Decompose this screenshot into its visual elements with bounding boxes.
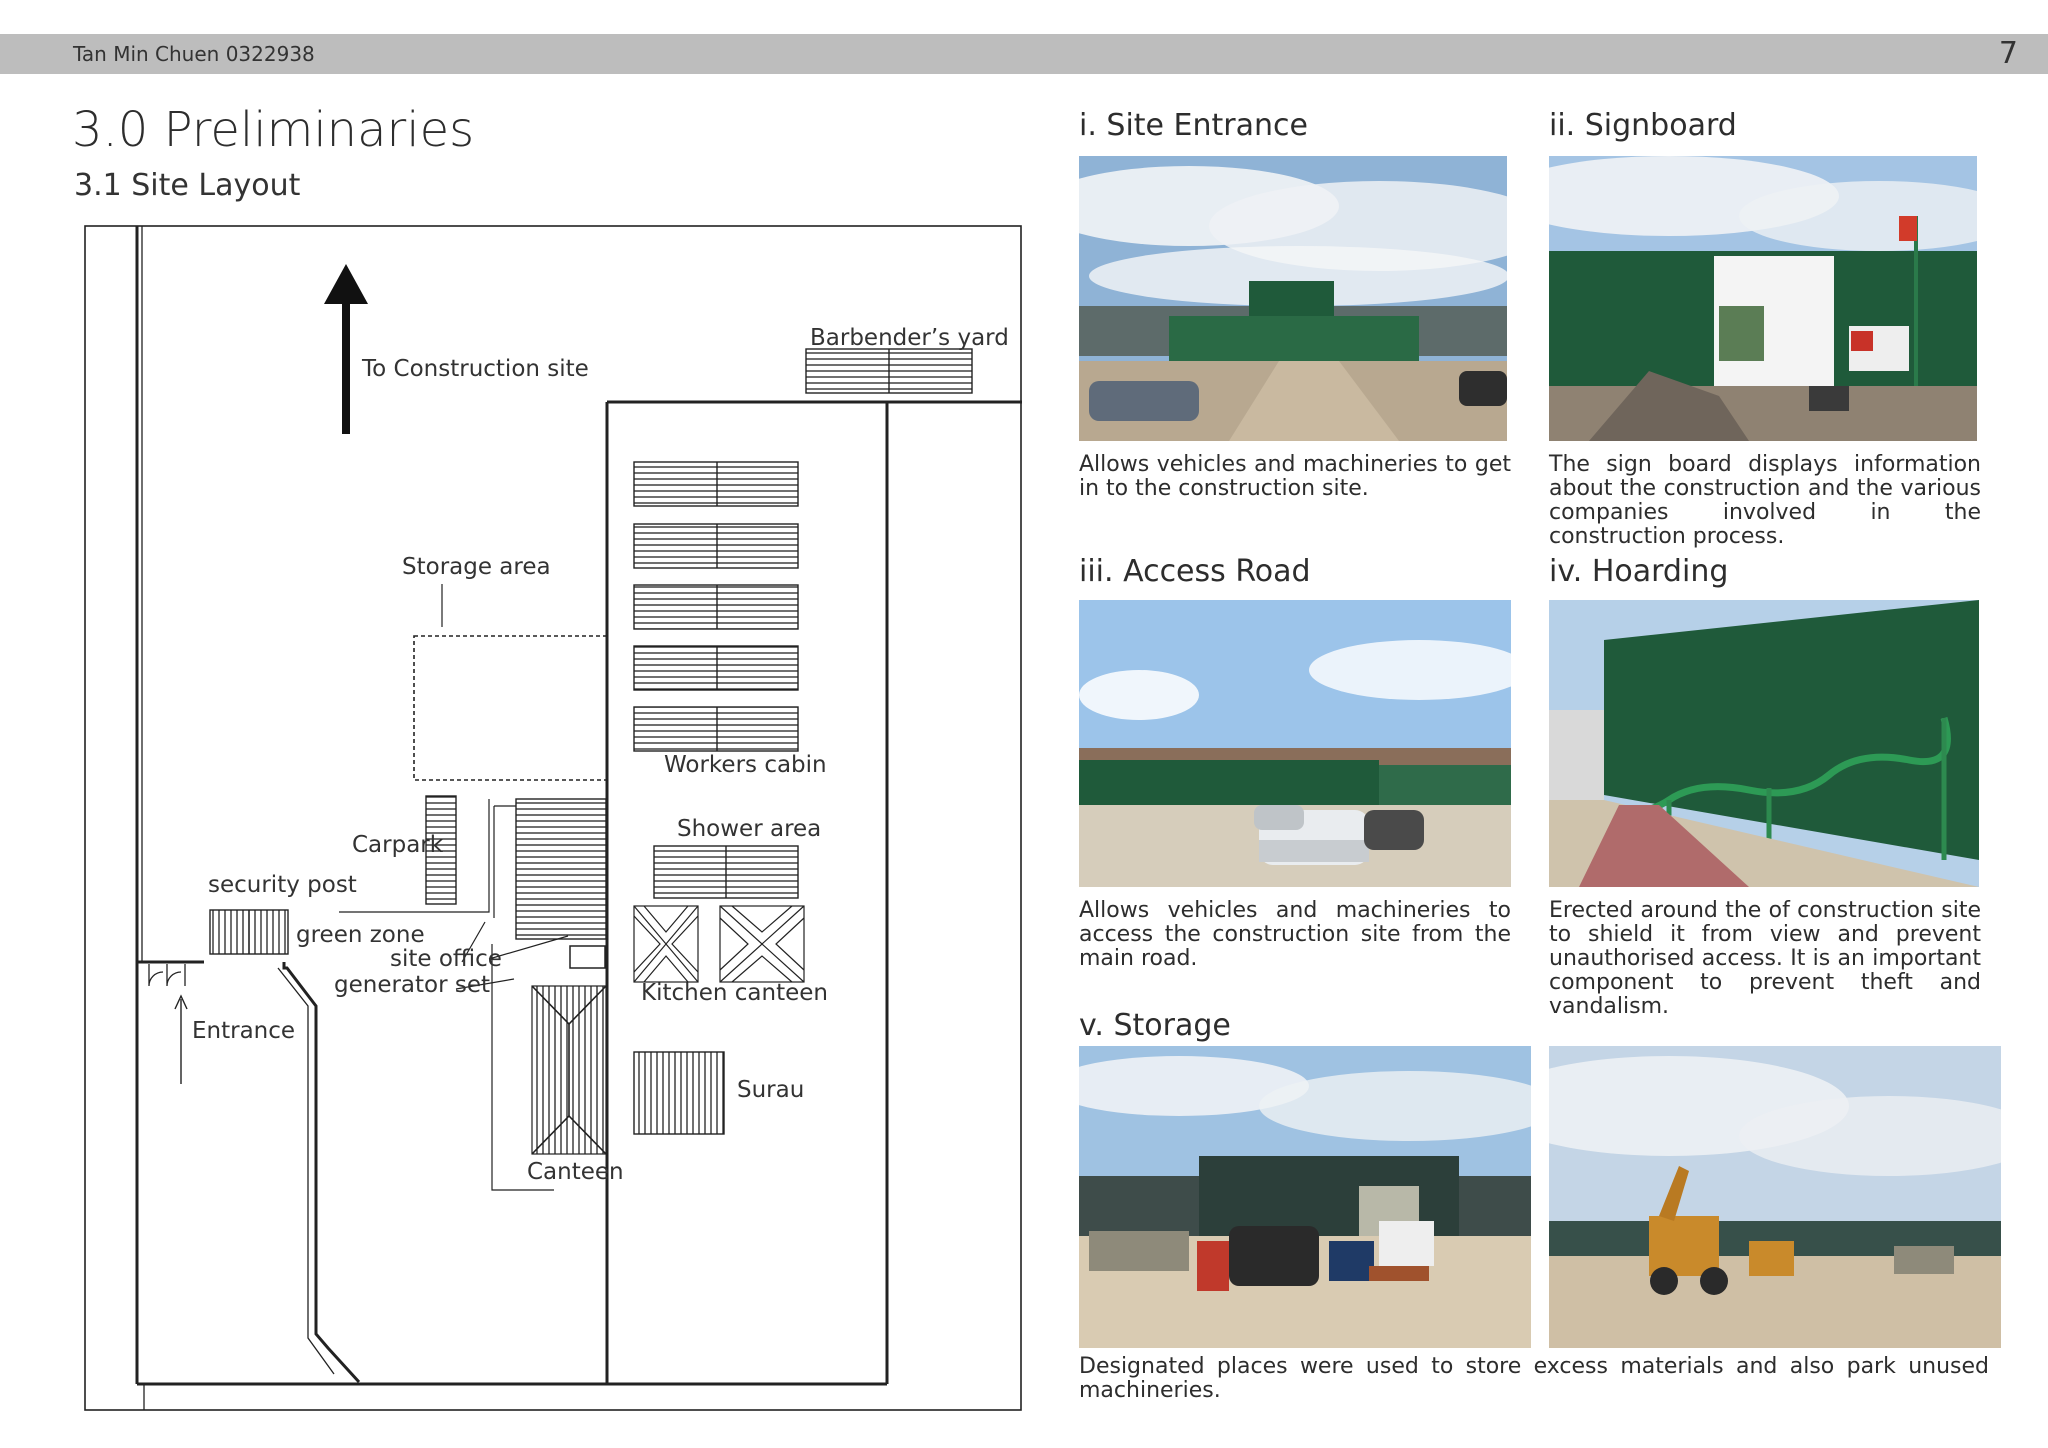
photo-access-road [1079, 600, 1511, 887]
label-kitchen-canteen: Kitchen canteen [641, 980, 828, 1006]
workers-cabins [633, 461, 799, 752]
desc-site-entrance: Allows vehicles and machineries to get i… [1079, 452, 1511, 501]
caption-storage: v. Storage [1079, 1008, 1231, 1043]
photo-hoarding [1549, 600, 1979, 887]
label-surau: Surau [737, 1077, 804, 1103]
label-site-office: site office [390, 946, 502, 972]
label-entrance: Entrance [192, 1018, 295, 1044]
north-arrow [324, 264, 368, 434]
caption-signboard: ii. Signboard [1549, 108, 1737, 143]
label-canteen: Canteen [527, 1159, 624, 1185]
subsection-title: 3.1 Site Layout [74, 168, 301, 203]
generator-block [515, 798, 607, 940]
photo-signboard [1549, 156, 1977, 441]
desc-signboard: The sign board displays information abou… [1549, 452, 1981, 549]
desc-storage: Designated places were used to store exc… [1079, 1354, 1989, 1403]
label-barbenders-yard: Barbender’s yard [810, 325, 1009, 351]
surau [633, 1051, 725, 1135]
desc-access-road: Allows vehicles and machineries to acces… [1079, 898, 1511, 971]
author-name: Tan Min Chuen 0322938 [73, 42, 315, 66]
kitchen-canteen [633, 905, 805, 983]
label-generator-set: generator set [334, 972, 490, 998]
label-to-construction-site: To Construction site [361, 356, 589, 382]
photo-site-entrance [1079, 156, 1507, 441]
caption-access-road: iii. Access Road [1079, 554, 1311, 589]
caption-hoarding: iv. Hoarding [1549, 554, 1729, 589]
label-workers-cabin: Workers cabin [664, 752, 827, 778]
label-green-zone: green zone [296, 922, 425, 948]
shower-area [653, 845, 799, 899]
label-shower-area: Shower area [677, 816, 821, 842]
header-bar: Tan Min Chuen 0322938 7 [0, 34, 2048, 74]
label-carpark: Carpark [352, 832, 444, 858]
label-security-post: security post [208, 872, 357, 898]
photo-storage [1079, 1046, 1531, 1348]
photo-machineries [1549, 1046, 2001, 1348]
site-office [569, 945, 606, 969]
page-number: 7 [1998, 36, 2018, 71]
plan-frame [84, 225, 1022, 1411]
caption-site-entrance: i. Site Entrance [1079, 108, 1308, 143]
security-post [209, 909, 289, 955]
site-layout-plan: To Construction site Barbender’s yard St… [84, 225, 1022, 1411]
storage-area-zone [413, 635, 608, 781]
label-storage-area: Storage area [402, 554, 551, 580]
carpark [425, 795, 457, 905]
barbenders-yard [805, 348, 973, 394]
canteen [531, 985, 607, 1155]
section-title: 3.0 Preliminaries [72, 102, 475, 158]
desc-hoarding: Erected around the of construction site … [1549, 898, 1981, 1019]
